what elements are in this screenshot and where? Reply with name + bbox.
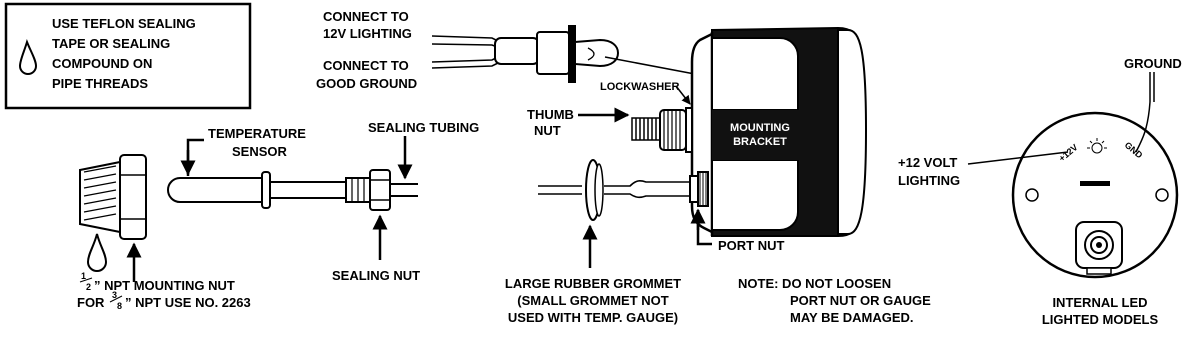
sealing-nut-label: SEALING NUT: [332, 268, 420, 283]
npt-frac-2-den: 8: [117, 301, 122, 311]
mounting-hole-left: [1025, 188, 1039, 202]
grommet-label-line-3: USED WITH TEMP. GAUGE): [508, 310, 678, 325]
npt-mounting-nut: [79, 154, 147, 240]
port-nut-label: PORT NUT: [718, 238, 785, 253]
npt-frac-1-den: 2: [86, 282, 91, 292]
notice-line-1: USE TEFLON SEALING: [52, 16, 196, 31]
temperature-sensor: [167, 171, 346, 209]
back-info-label: [1080, 181, 1110, 186]
note-line-3: MAY BE DAMAGED.: [790, 310, 914, 325]
lighting-label-line-2: 12V LIGHTING: [323, 26, 412, 41]
drop-icon: [18, 38, 38, 75]
lighting-12v-label-line-2: LIGHTING: [898, 173, 960, 188]
sealing-notice-box: USE TEFLON SEALING TAPE OR SEALING COMPO…: [4, 2, 252, 110]
temperature-sensor-leader: [186, 138, 204, 176]
thumb-nut-assembly: [631, 107, 693, 153]
drop-icon: [86, 233, 108, 272]
notice-line-4: PIPE THREADS: [52, 76, 148, 91]
lighting-12v-label-line-1: +12 VOLT: [898, 155, 957, 170]
grommet-label-line-1: LARGE RUBBER GROMMET: [505, 276, 681, 291]
lockwasher-label: LOCKWASHER: [600, 81, 680, 93]
thumb-nut-label-line-1: THUMB: [527, 107, 574, 122]
bulb-socket: [494, 25, 620, 83]
sealing-nut: [345, 169, 418, 211]
socket-leader-line: [604, 56, 701, 76]
note-line-1: NOTE: DO NOT LOOSEN: [738, 276, 891, 291]
internal-led-label-line-1: INTERNAL LED: [1052, 295, 1147, 310]
port-tubing: [538, 159, 709, 221]
gauge-side-view: MOUNTING BRACKET: [690, 26, 868, 237]
mounting-hole-right: [1155, 188, 1169, 202]
notice-line-2: TAPE OR SEALING: [52, 36, 170, 51]
npt-frac-1-num: 1: [81, 271, 86, 281]
npt-nut-line-1: ” NPT MOUNTING NUT: [94, 278, 235, 293]
bulb-icon: [1087, 138, 1107, 154]
thumb-nut-label-line-2: NUT: [534, 123, 561, 138]
ground-label: GROUND: [1124, 56, 1182, 71]
lighting-label-line-1: CONNECT TO: [323, 9, 409, 24]
npt-frac-2-num: 3: [112, 290, 117, 300]
grommet-label-line-2: (SMALL GROMMET NOT: [517, 293, 668, 308]
ground-leader: [1135, 72, 1155, 153]
sealing-tubing-label: SEALING TUBING: [368, 120, 479, 135]
npt-nut-label: 1 2 ” NPT MOUNTING NUT FOR 3 8 ” NPT USE…: [77, 271, 251, 311]
note-line-2: PORT NUT OR GAUGE: [790, 293, 931, 308]
mounting-bracket-line-1: MOUNTING: [730, 122, 790, 134]
internal-led-label-line-2: LIGHTED MODELS: [1042, 312, 1159, 327]
mounting-bracket-line-2: BRACKET: [733, 136, 787, 148]
temperature-sensor-label-line-2: SENSOR: [232, 144, 288, 159]
npt-nut-line-2-prefix: FOR: [77, 295, 105, 310]
gauge-back-view: +12V GND: [1011, 111, 1179, 279]
lighting-wires: [431, 35, 501, 69]
ground-label-line-1: CONNECT TO: [323, 58, 409, 73]
npt-nut-line-2: ” NPT USE NO. 2263: [125, 295, 251, 310]
temperature-sensor-label-line-1: TEMPERATURE: [208, 126, 306, 141]
lockwasher-arrow: [675, 85, 691, 105]
wiring-labels: CONNECT TO 12V LIGHTING CONNECT TO GOOD …: [316, 9, 417, 91]
ground-label-line-2: GOOD GROUND: [316, 76, 417, 91]
notice-line-3: COMPOUND ON: [52, 56, 152, 71]
lighting-12v-leader: [967, 151, 1069, 165]
